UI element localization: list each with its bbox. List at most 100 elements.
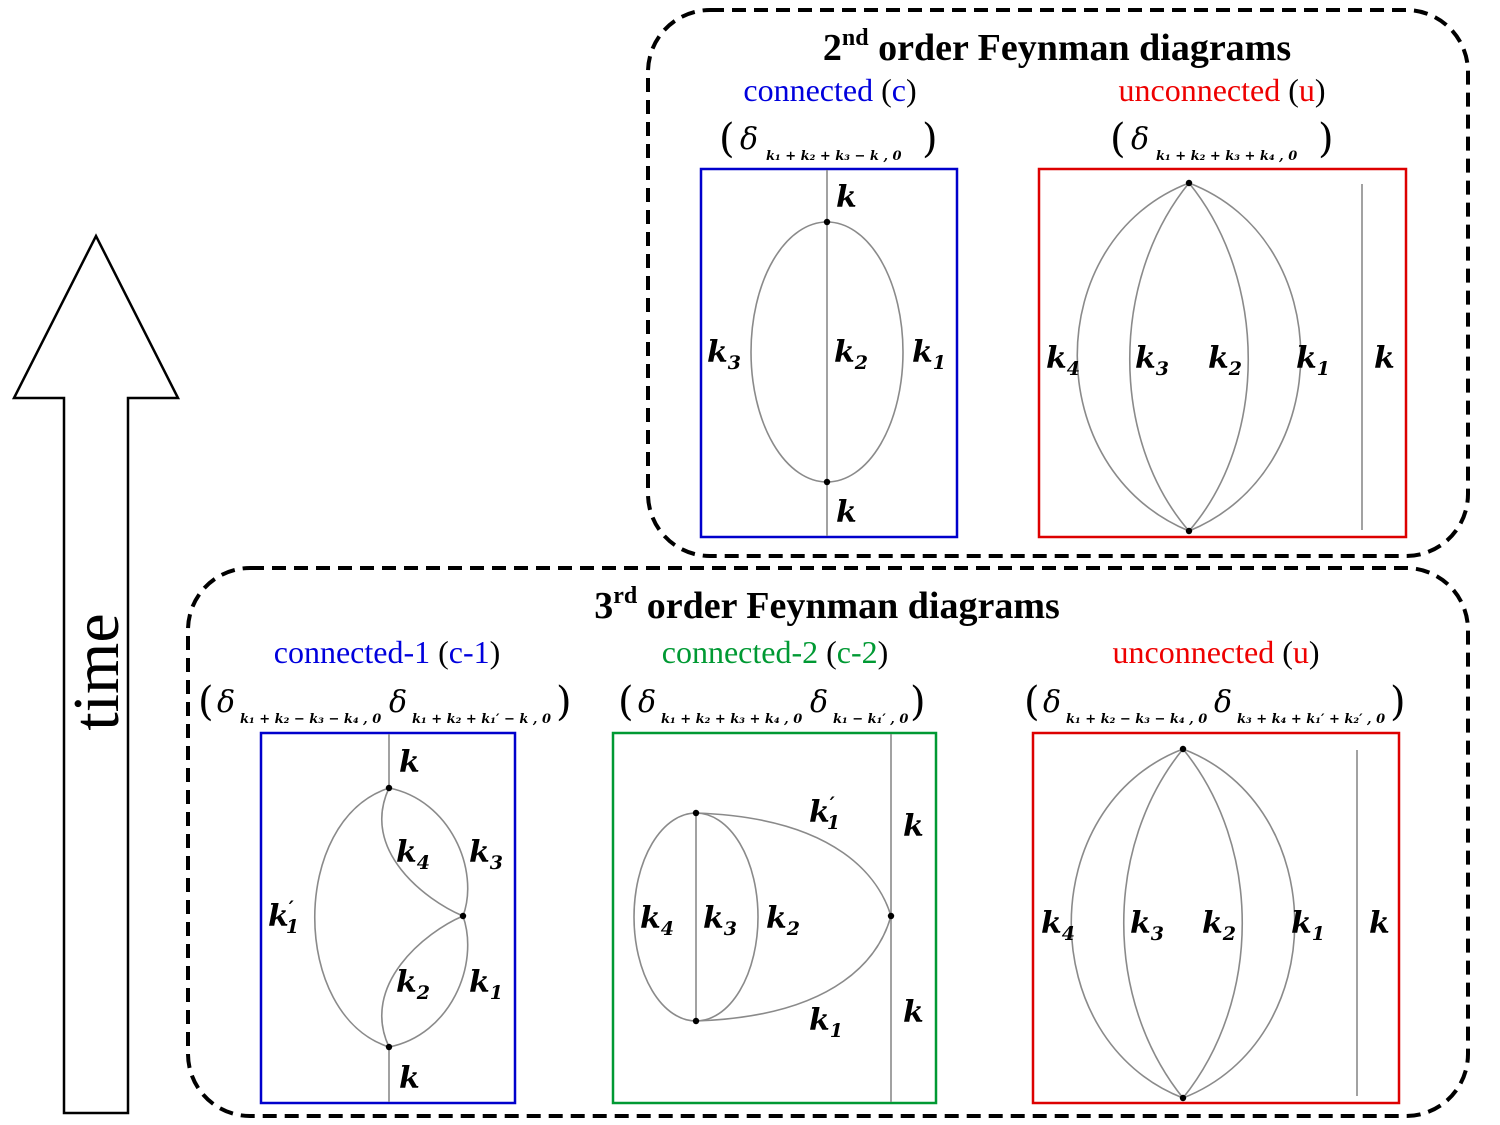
momentum-label-k3: k3 (703, 901, 737, 940)
momentum-label-top: k (399, 745, 420, 780)
momentum-label-k2: k2 (1202, 906, 1236, 945)
second-order-connected-panel: connected (c) ( δ k₁ + k₂ + k₃ − k , 0 )… (699, 72, 959, 539)
svg-text:δ: δ (1214, 685, 1232, 720)
momentum-label-k2: k2 (766, 901, 800, 940)
propagator-arc-k1prime (314, 787, 390, 1048)
svg-text:δ: δ (217, 685, 235, 720)
propagator-arc-k2 (1188, 182, 1249, 532)
vertex-dot (823, 218, 831, 226)
svg-text:(: ( (719, 116, 735, 162)
third-order-dashed-frame (186, 566, 1470, 1118)
propagator-arc-k1 (388, 915, 469, 1048)
svg-text:(: ( (1110, 116, 1126, 162)
connected-c-label: connected (c) (743, 72, 916, 108)
svg-text:k₁ + k₂ + k₁′ − k , 0: k₁ + k₂ + k₁′ − k , 0 (412, 712, 551, 727)
momentum-label-k: k (1369, 906, 1390, 941)
svg-text:(: ( (1024, 679, 1040, 725)
svg-text:): ) (1390, 679, 1406, 725)
momentum-label-k3: k3 (469, 835, 503, 874)
propagator-arc-k1prime (695, 812, 892, 917)
vertex-dot (823, 478, 831, 486)
propagator-arc-k4 (1076, 182, 1190, 532)
momentum-label-top: k (903, 809, 924, 844)
momentum-label-top: k (836, 180, 857, 215)
propagator-arc-k1 (1182, 748, 1296, 1099)
connected2-delta-formula: ( δ k₁ + k₂ + k₃ + k₄ , 0 δ k₁ − k₁′ , 0… (618, 679, 926, 727)
third-unconnected-diagram: k4 k3 k2 k1 k (1041, 745, 1390, 1102)
propagator-arc-k4 (1070, 748, 1184, 1099)
momentum-label-k3: k3 (707, 335, 741, 374)
momentum-label-bottom: k (836, 495, 857, 530)
momentum-label-k1: k1 (469, 965, 503, 1004)
svg-text:δ: δ (1043, 685, 1061, 720)
propagator-arc-k4 (381, 787, 464, 917)
propagator-arc-k1 (1188, 182, 1302, 532)
svg-text:k₁ + k₂ + k₃ + k₄ , 0: k₁ + k₂ + k₃ + k₄ , 0 (661, 712, 802, 727)
momentum-label-k2: k2 (834, 335, 868, 374)
vertex-dot (692, 1017, 700, 1025)
momentum-label-bottom: k (399, 1061, 420, 1096)
momentum-label-k3: k3 (1130, 906, 1164, 945)
third-order-group: 3rd order Feynman diagrams connected-1 (… (186, 566, 1470, 1118)
connected-c-delta-formula: ( δ k₁ + k₂ + k₃ − k , 0 ) (719, 116, 938, 164)
momentum-label-k1prime: k′1 (809, 793, 840, 834)
svg-text:k₁ − k₁′ , 0: k₁ − k₁′ , 0 (833, 712, 908, 727)
second-order-dashed-frame (646, 8, 1470, 558)
svg-text:δ: δ (389, 685, 407, 720)
third-unconnected-label: unconnected (u) (1112, 634, 1319, 670)
connected-c-diagram: k k k3 k2 k1 (707, 170, 946, 536)
vertex-dot (692, 809, 700, 817)
propagator-arc-k3 (388, 787, 469, 917)
momentum-label-k4: k4 (1041, 906, 1075, 945)
svg-text:): ) (1318, 116, 1334, 162)
time-arrow-shape (11, 233, 181, 1115)
svg-text:): ) (910, 679, 926, 725)
momentum-label-bottom: k (903, 995, 924, 1030)
connected1-diagram: k k k′1 k4 k3 k2 k1 (268, 734, 503, 1102)
unconnected-u-box (1037, 167, 1408, 539)
momentum-label-k1prime: k′1 (268, 897, 299, 938)
svg-text:δ: δ (638, 685, 656, 720)
unconnected-u-delta-formula: ( δ k₁ + k₂ + k₃ + k₄ , 0 ) (1110, 116, 1334, 164)
vertex-dot (385, 784, 393, 792)
second-order-unconnected-panel: unconnected (u) ( δ k₁ + k₂ + k₃ + k₄ , … (1037, 72, 1408, 539)
third-order-title: 3rd order Feynman diagrams (594, 583, 1060, 627)
third-order-unconnected-panel: unconnected (u) ( δ k₁ + k₂ − k₃ − k₄ , … (1024, 634, 1406, 1105)
svg-text:k₁ + k₂ − k₃ − k₄ , 0: k₁ + k₂ − k₃ − k₄ , 0 (240, 712, 381, 727)
connected1-delta-formula: ( δ k₁ + k₂ − k₃ − k₄ , 0 δ k₁ + k₂ + k₁… (198, 679, 572, 727)
propagator-arc-k2 (381, 915, 464, 1048)
svg-text:): ) (556, 679, 572, 725)
momentum-label-k1: k1 (1291, 906, 1325, 945)
second-order-title: 2nd order Feynman diagrams (823, 25, 1291, 69)
vertex-dot (1179, 1094, 1187, 1102)
time-label: time (60, 613, 133, 730)
momentum-label-k3: k3 (1135, 341, 1169, 380)
momentum-label-k4: k4 (1046, 341, 1080, 380)
momentum-label-k2: k2 (396, 965, 430, 1004)
propagator-arc-k3 (1129, 182, 1190, 532)
third-unconnected-delta-formula: ( δ k₁ + k₂ − k₃ − k₄ , 0 δ k₃ + k₄ + k₁… (1024, 679, 1406, 727)
momentum-label-k4: k4 (640, 901, 674, 940)
third-order-connected2-panel: connected-2 (c-2) ( δ k₁ + k₂ + k₃ + k₄ … (611, 634, 938, 1105)
svg-text:): ) (922, 116, 938, 162)
connected2-diagram: k′1 k4 k3 k2 k1 k k (633, 734, 924, 1102)
vertex-dot (1185, 527, 1193, 535)
connected1-box (259, 731, 517, 1105)
connected-c-box (699, 167, 959, 539)
momentum-label-k1: k1 (809, 1003, 843, 1042)
vertex-dot (1179, 745, 1187, 753)
svg-text:k₁ + k₂ + k₃ + k₄ , 0: k₁ + k₂ + k₃ + k₄ , 0 (1156, 149, 1297, 164)
connected2-label: connected-2 (c-2) (662, 634, 889, 670)
vertex-dot (385, 1043, 393, 1051)
vertex-dot (459, 912, 467, 920)
vertex-dot (887, 912, 895, 920)
momentum-label-k4: k4 (396, 835, 430, 874)
unconnected-u-diagram: k4 k3 k2 k1 k (1046, 179, 1395, 535)
unconnected-u-label: unconnected (u) (1118, 72, 1325, 108)
svg-text:k₃ + k₄ + k₁′ + k₂′ , 0: k₃ + k₄ + k₁′ + k₂′ , 0 (1237, 712, 1385, 727)
second-order-group: 2nd order Feynman diagrams connected (c)… (646, 8, 1470, 558)
propagator-arc-k2 (1182, 748, 1243, 1099)
svg-text:k₁ + k₂ + k₃ − k , 0: k₁ + k₂ + k₃ − k , 0 (766, 149, 902, 164)
svg-text:(: ( (198, 679, 214, 725)
momentum-label-k1: k1 (912, 335, 946, 374)
